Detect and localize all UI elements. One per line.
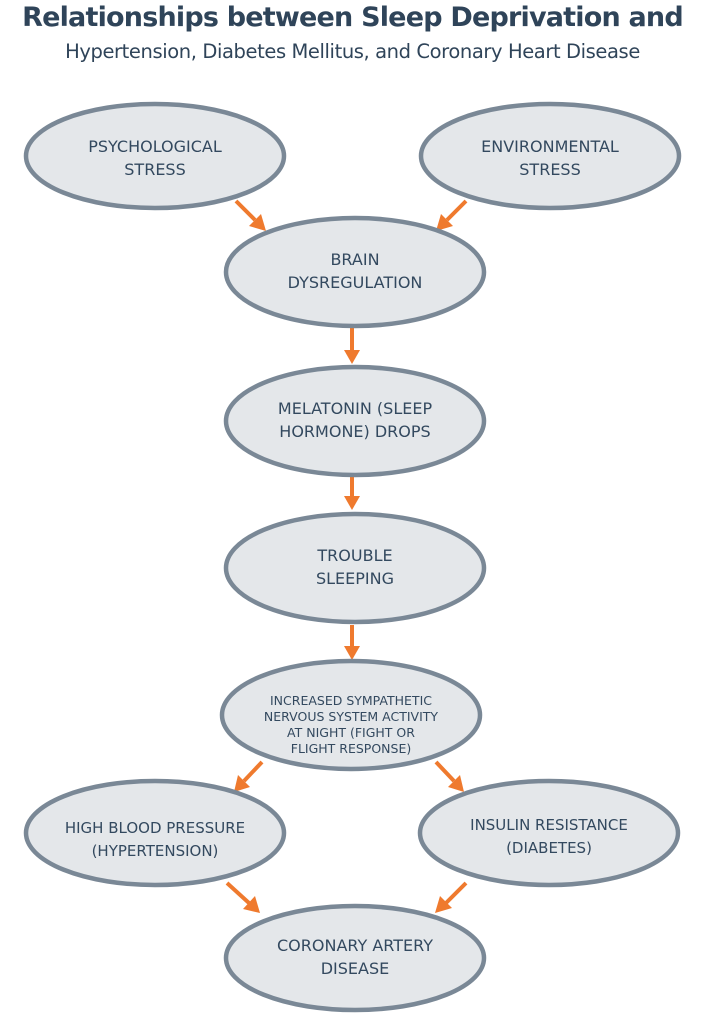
arrow-melatonin-to-trouble — [344, 477, 360, 510]
node-increased-sympathetic-activity: INCREASED SYMPATHETIC NERVOUS SYSTEM ACT… — [219, 658, 483, 772]
node-text: AT NIGHT (FIGHT OR — [287, 725, 415, 740]
arrow-sympathetic-to-insulin — [434, 760, 464, 792]
node-text: TROUBLE — [316, 546, 392, 565]
arrow-env-to-brain — [436, 199, 468, 231]
node-psychological-stress: PSYCHOLOGICAL STRESS — [23, 101, 287, 211]
diagram-subtitle: Hypertension, Diabetes Mellitus, and Cor… — [65, 40, 640, 63]
arrow-trouble-to-sympathetic — [344, 625, 360, 660]
node-text: STRESS — [519, 160, 580, 179]
node-text: MELATONIN (SLEEP — [278, 399, 433, 418]
node-text: SLEEPING — [316, 569, 394, 588]
node-high-blood-pressure: HIGH BLOOD PRESSURE (HYPERTENSION) — [23, 778, 287, 888]
node-text: CORONARY ARTERY — [277, 936, 433, 955]
node-text: INCREASED SYMPATHETIC — [270, 693, 432, 708]
node-insulin-resistance: INSULIN RESISTANCE (DIABETES) — [417, 778, 681, 888]
node-environmental-stress: ENVIRONMENTAL STRESS — [418, 101, 682, 211]
node-text: ENVIRONMENTAL — [481, 137, 619, 156]
node-text: HIGH BLOOD PRESSURE — [65, 819, 245, 837]
arrow-hbp-to-cad — [225, 881, 260, 913]
node-text: NERVOUS SYSTEM ACTIVITY — [264, 709, 439, 724]
node-text: BRAIN — [330, 250, 379, 269]
node-text: PSYCHOLOGICAL — [88, 137, 222, 156]
node-melatonin-drops: MELATONIN (SLEEP HORMONE) DROPS — [223, 364, 487, 478]
arrow-brain-to-melatonin — [344, 328, 360, 364]
arrow-sympathetic-to-hbp — [234, 760, 264, 792]
diagram-title: Relationships between Sleep Deprivation … — [22, 2, 684, 33]
node-text: INSULIN RESISTANCE — [470, 816, 628, 834]
node-text: STRESS — [124, 160, 185, 179]
arrow-psych-to-brain — [234, 199, 266, 231]
node-text: (DIABETES) — [506, 839, 592, 857]
node-text: FLIGHT RESPONSE) — [291, 741, 412, 756]
arrow-insulin-to-cad — [435, 881, 468, 913]
node-trouble-sleeping: TROUBLE SLEEPING — [223, 511, 487, 625]
node-coronary-artery-disease: CORONARY ARTERY DISEASE — [223, 903, 487, 1013]
node-text: (HYPERTENSION) — [92, 842, 219, 860]
node-text: HORMONE) DROPS — [279, 422, 430, 441]
node-text: DISEASE — [321, 959, 390, 978]
node-brain-dysregulation: BRAIN DYSREGULATION — [223, 215, 487, 329]
node-text: DYSREGULATION — [288, 273, 423, 292]
